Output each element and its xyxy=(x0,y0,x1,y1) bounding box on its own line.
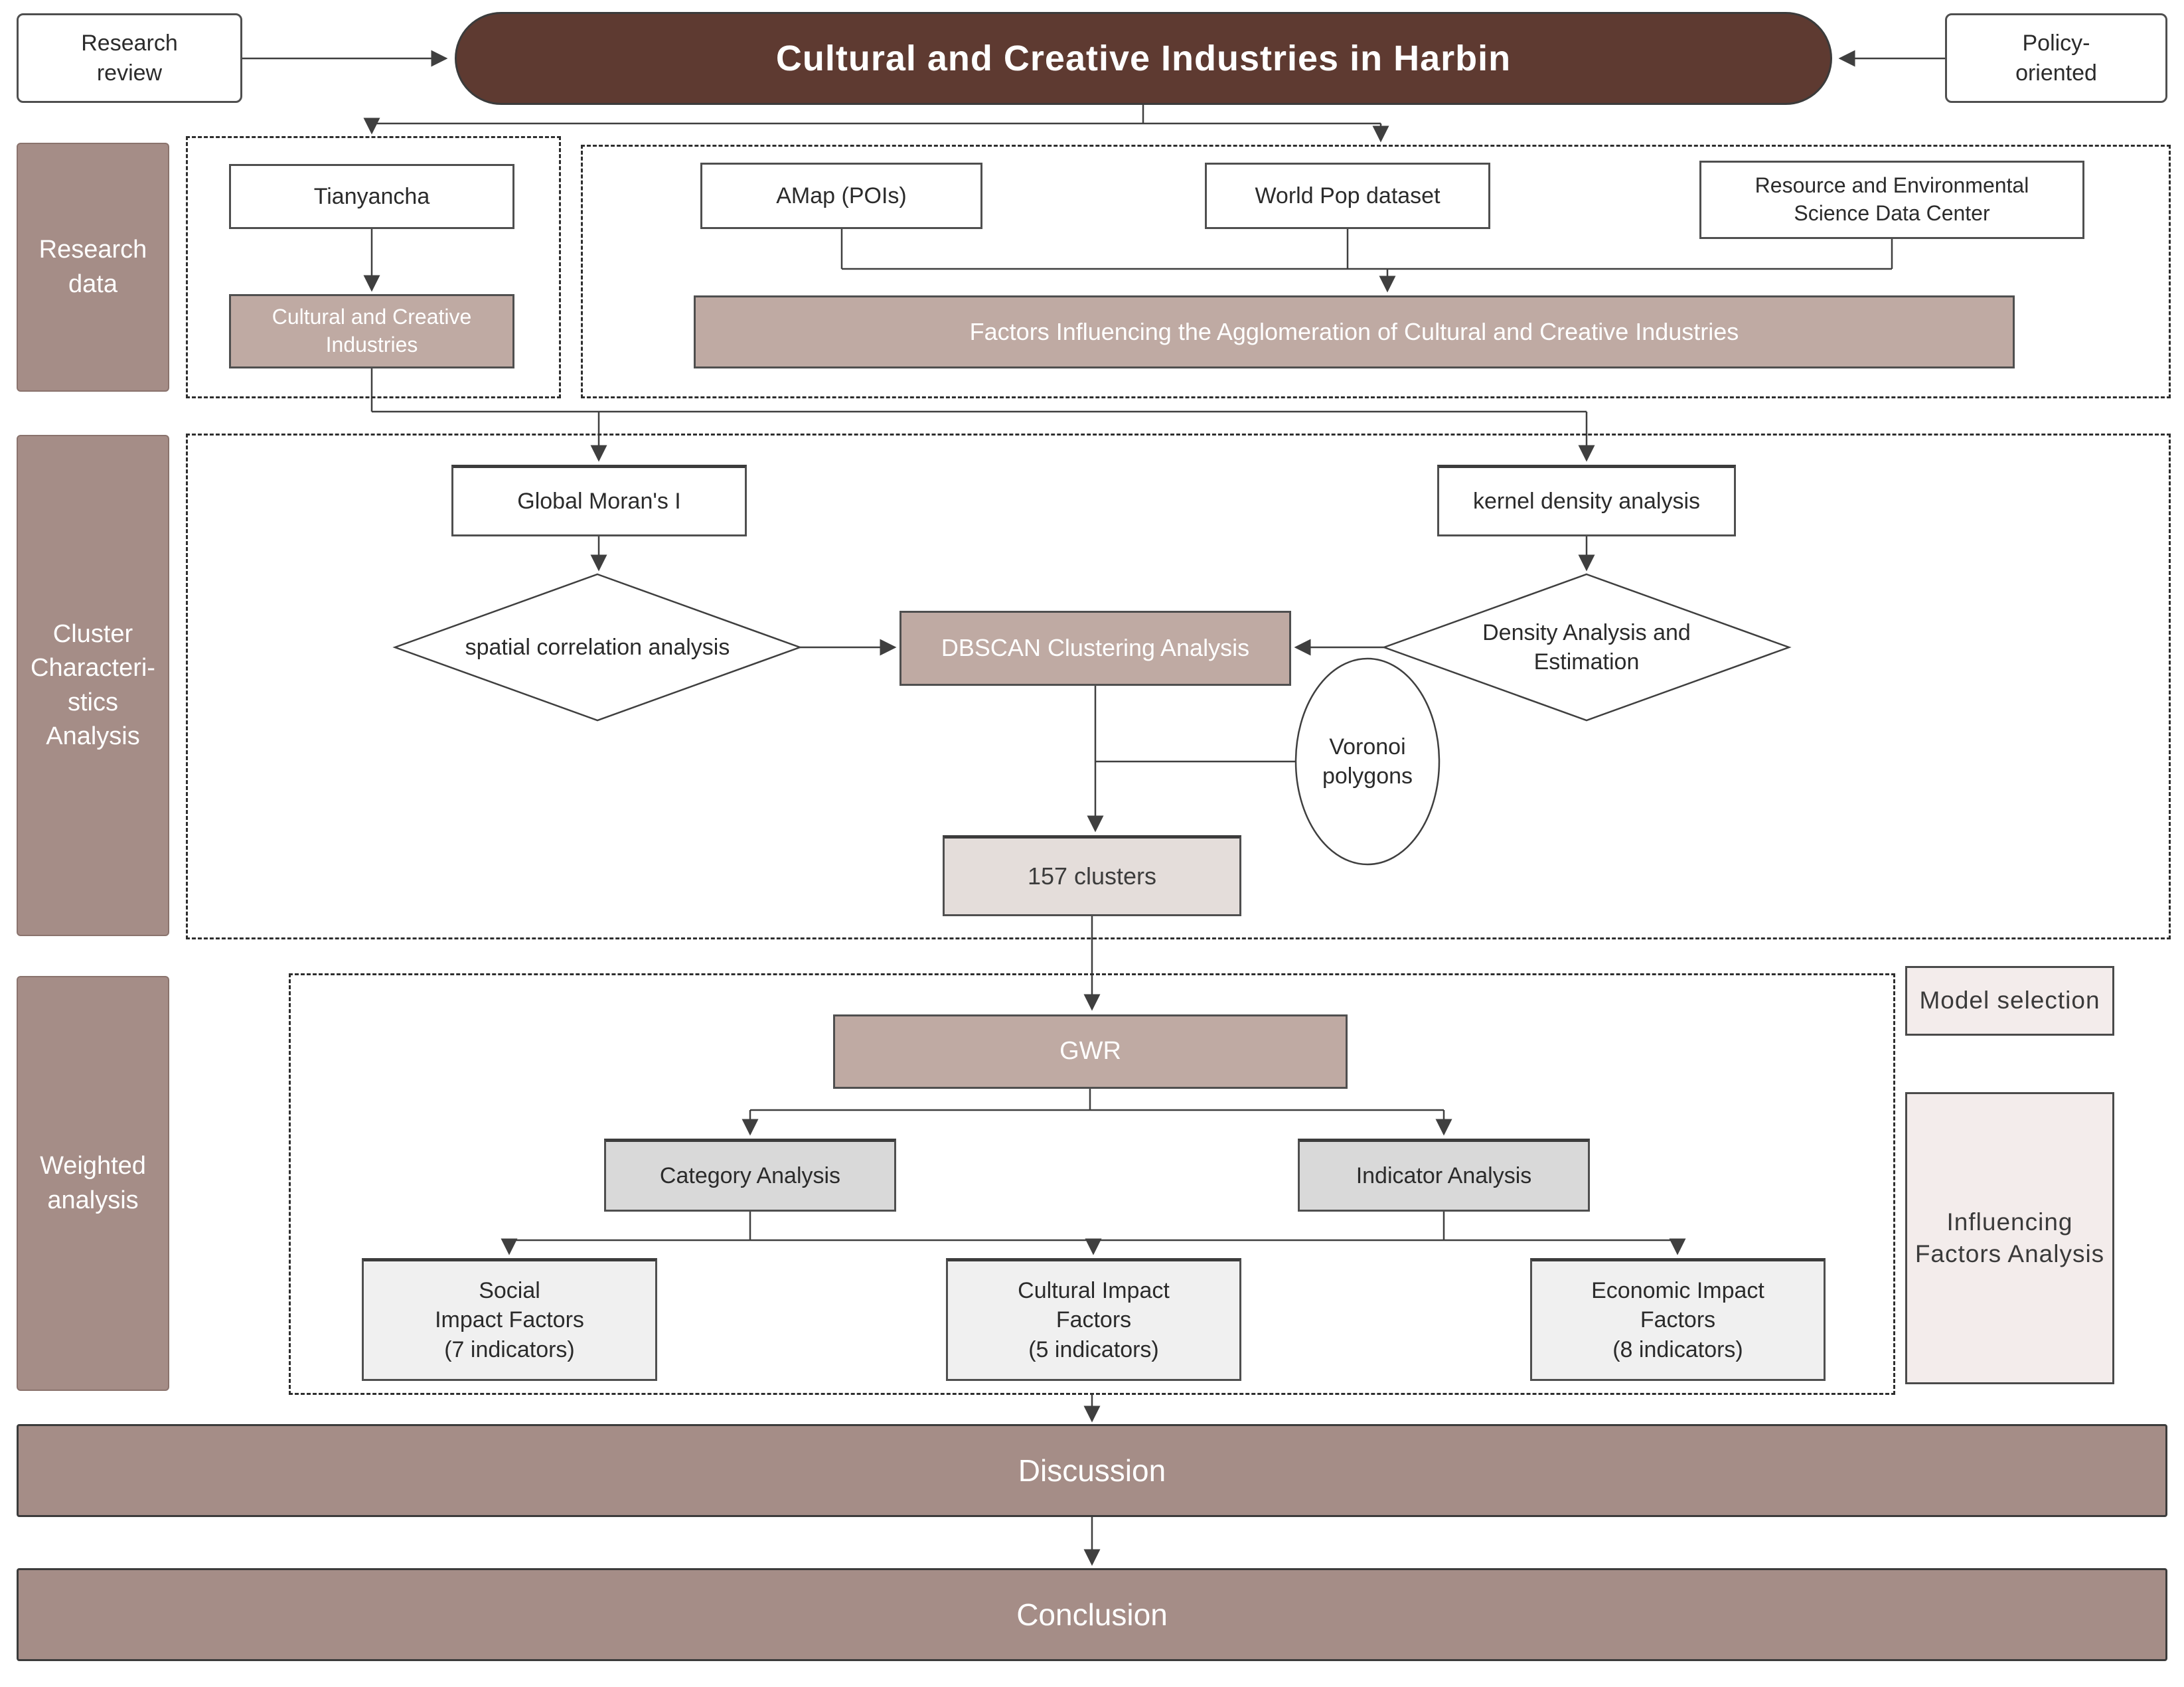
kernel-density-box: kernel density analysis xyxy=(1437,465,1736,536)
economic-impact-factors-box: Economic Impact Factors (8 indicators) xyxy=(1530,1258,1826,1381)
density-analysis-label: Density Analysis and Estimation xyxy=(1482,619,1691,675)
research-right-dashed-group xyxy=(581,145,2171,398)
discussion-bar: Discussion xyxy=(17,1424,2167,1517)
amap-pois-box: AMap (POIs) xyxy=(700,163,982,229)
conclusion-bar: Conclusion xyxy=(17,1568,2167,1661)
sidebar-cluster-characteristics: Cluster Characteri- stics Analysis xyxy=(17,435,169,936)
model-selection-box: Model selection xyxy=(1905,966,2114,1036)
cluster-dashed-group xyxy=(186,434,2171,939)
category-analysis-box: Category Analysis xyxy=(604,1139,896,1212)
factors-influencing-band: Factors Influencing the Agglomeration of… xyxy=(694,295,2015,368)
cultural-creative-industries-box: Cultural and Creative Industries xyxy=(229,294,514,368)
social-impact-factors-box: Social Impact Factors (7 indicators) xyxy=(362,1258,657,1381)
clusters-157-box: 157 clusters xyxy=(943,835,1241,916)
influencing-factors-analysis-box: Influencing Factors Analysis xyxy=(1905,1092,2114,1384)
policy-oriented-box: Policy- oriented xyxy=(1945,13,2167,103)
sidebar-weighted-analysis: Weighted analysis xyxy=(17,976,169,1391)
weighted-dashed-group xyxy=(289,973,1895,1395)
voronoi-polygons-label: Voronoi polygons xyxy=(1322,734,1413,789)
global-morans-box: Global Moran's I xyxy=(451,465,747,536)
resource-environmental-box: Resource and Environmental Science Data … xyxy=(1699,161,2084,239)
tianyancha-box: Tianyancha xyxy=(229,164,514,229)
world-pop-dataset-box: World Pop dataset xyxy=(1205,163,1490,229)
spatial-correlation-label: spatial correlation analysis xyxy=(465,634,730,660)
research-left-dashed-group xyxy=(186,136,561,398)
sidebar-research-data: Research data xyxy=(17,143,169,392)
gwr-box: GWR xyxy=(833,1014,1348,1089)
cultural-impact-factors-box: Cultural Impact Factors (5 indicators) xyxy=(946,1258,1241,1381)
indicator-analysis-box: Indicator Analysis xyxy=(1298,1139,1590,1212)
dbscan-clustering-box: DBSCAN Clustering Analysis xyxy=(899,611,1291,686)
page-title: Cultural and Creative Industries in Harb… xyxy=(455,12,1832,105)
research-review-box: Research review xyxy=(17,13,242,103)
